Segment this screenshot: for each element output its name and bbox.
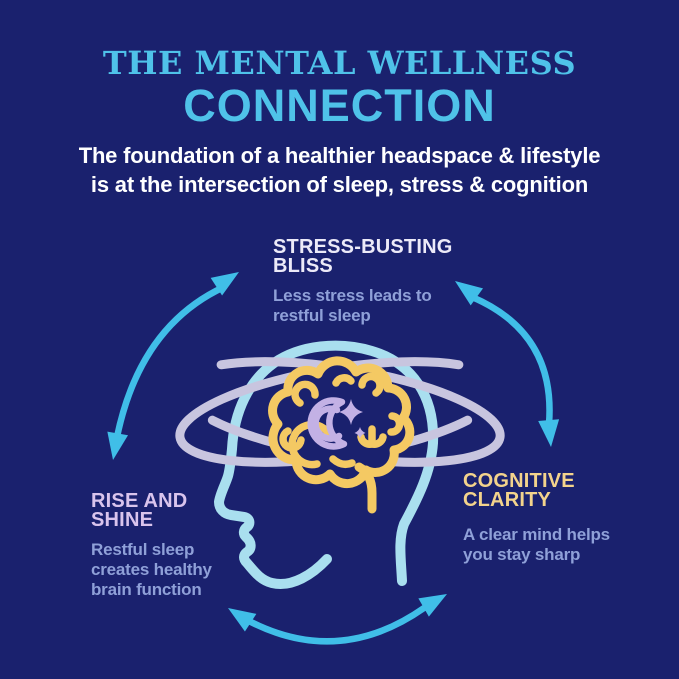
arrowhead-down xyxy=(538,419,560,447)
header: THE MENTAL WELLNESS CONNECTION The found… xyxy=(0,0,679,199)
brain-fold-detail xyxy=(279,427,305,452)
arrow-bottom xyxy=(228,594,447,645)
head-profile-icon xyxy=(214,340,439,589)
crescent-moon-icon xyxy=(307,397,348,450)
subtitle-line2: is at the intersection of sleep, stress … xyxy=(90,172,589,197)
arrow-right xyxy=(455,281,560,447)
subtitle-line1: The foundation of a healthier headspace … xyxy=(78,143,601,168)
brain-fold-detail xyxy=(329,455,356,469)
node-heading: STRESS-BUSTING BLISS xyxy=(273,236,453,277)
node-stress-busting-bliss: STRESS-BUSTING BLISS Less stress leads t… xyxy=(273,236,465,326)
brain-fold-detail xyxy=(357,425,387,448)
arrowhead-up-left xyxy=(455,281,484,306)
brain-stem xyxy=(354,462,377,514)
brain-fold-detail xyxy=(387,412,404,436)
page-title-line1: THE MENTAL WELLNESS xyxy=(102,44,577,82)
page-title-line2: CONNECTION xyxy=(183,80,496,131)
arrowhead-up-right xyxy=(418,594,447,617)
brain-fold-detail xyxy=(291,380,319,407)
brain-fold-detail xyxy=(332,374,355,387)
small-sparkle-icon xyxy=(354,427,366,439)
arrowhead-up-left xyxy=(228,608,257,632)
node-heading: RISE AND SHINE xyxy=(91,490,188,531)
brain-fold-detail xyxy=(358,372,384,397)
four-point-star-icon xyxy=(339,399,363,425)
node-body: A clear mind helps you stay sharp xyxy=(463,525,610,564)
node-cognitive-clarity: COGNITIVE CLARITY A clear mind helps you… xyxy=(463,470,635,565)
node-body: Less stress leads to restful sleep xyxy=(273,286,432,325)
node-rise-and-shine: RISE AND SHINE Restful sleep creates hea… xyxy=(91,490,243,600)
node-heading: COGNITIVE CLARITY xyxy=(463,470,575,511)
arrowhead-up-right xyxy=(210,272,239,296)
node-body: Restful sleep creates healthy brain func… xyxy=(91,540,212,599)
arrow-left xyxy=(107,272,239,460)
moon-inner-arc xyxy=(312,405,343,442)
brain-fold-detail xyxy=(288,420,335,469)
arrowhead-down xyxy=(107,431,129,460)
